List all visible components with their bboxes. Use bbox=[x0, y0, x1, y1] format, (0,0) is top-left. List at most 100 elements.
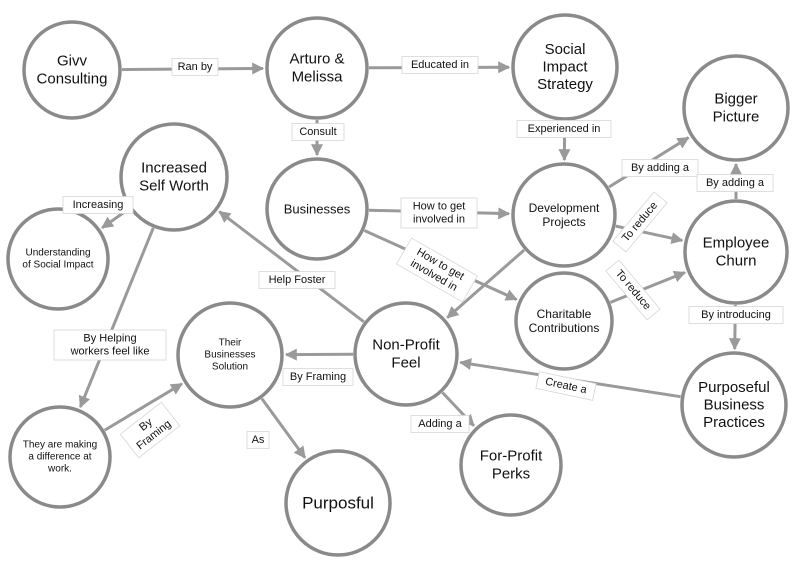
node-arturo[interactable]: Arturo &Melissa bbox=[265, 16, 369, 120]
node-circle bbox=[8, 405, 112, 509]
node-label: Practices bbox=[703, 414, 765, 431]
node-circle bbox=[176, 301, 284, 409]
node-label: Charitable bbox=[537, 307, 592, 321]
node-purposful[interactable]: Purposful bbox=[284, 449, 392, 557]
node-circle bbox=[683, 199, 789, 305]
edge-label-help-foster: Help Foster bbox=[258, 271, 336, 289]
edge-label-text: How to get bbox=[413, 201, 466, 213]
edge-label-text: By Framing bbox=[290, 371, 346, 383]
edge-as bbox=[260, 397, 307, 459]
node-circle bbox=[353, 301, 459, 407]
node-label: Solution bbox=[212, 361, 248, 372]
edge-label-text: Experienced in bbox=[528, 123, 601, 135]
edge-label-to-reduce-1: To reduce bbox=[612, 191, 668, 253]
node-label: work. bbox=[47, 463, 72, 474]
edge-label-text: workers feel like bbox=[70, 346, 150, 358]
node-label: Self Worth bbox=[139, 177, 209, 194]
edge-label-text: By adding a bbox=[631, 162, 690, 174]
node-label: Non-Profit bbox=[372, 337, 440, 354]
node-circle bbox=[265, 16, 369, 120]
node-label: Impact bbox=[542, 59, 588, 76]
edge-label-by-adding-a-2: By adding a bbox=[696, 174, 774, 192]
node-label: Consulting bbox=[37, 70, 108, 87]
edge-label-text: Help Foster bbox=[269, 274, 326, 286]
node-label: Their bbox=[219, 338, 242, 349]
node-label: Feel bbox=[391, 354, 420, 371]
edge-label-create-a: Create a bbox=[535, 371, 597, 401]
node-label: Development bbox=[529, 201, 600, 215]
node-circle bbox=[119, 122, 229, 232]
edge-by-framing-2 bbox=[103, 382, 184, 432]
node-circle bbox=[265, 157, 369, 261]
edge-label-text: involved in bbox=[413, 214, 465, 226]
edge-label-adding-a: Adding a bbox=[410, 415, 470, 433]
edge-label-as: As bbox=[246, 431, 270, 449]
edge-label-to-reduce-2: To reduce bbox=[605, 259, 661, 321]
node-label: Businesses bbox=[204, 350, 255, 361]
edge-label-text: Adding a bbox=[418, 418, 462, 430]
node-label: They are making bbox=[23, 440, 97, 451]
node-label: Bigger bbox=[714, 91, 757, 108]
node-label: Social bbox=[545, 41, 586, 58]
edge-label-by-introducing: By introducing bbox=[688, 306, 784, 324]
node-circle bbox=[511, 162, 617, 268]
edge-dev-to-nonprofit bbox=[446, 248, 526, 319]
node-label: Givv bbox=[57, 53, 88, 70]
node-label: Churn bbox=[716, 252, 757, 269]
node-label: Strategy bbox=[537, 76, 593, 93]
edge-label-text: Ran by bbox=[178, 61, 213, 73]
node-label: a difference at bbox=[28, 452, 91, 463]
node-label: Employee bbox=[703, 235, 770, 252]
node-circle bbox=[284, 449, 392, 557]
node-businesses[interactable]: Businesses bbox=[265, 157, 369, 261]
edge-label-increasing: Increasing bbox=[62, 196, 134, 214]
edge-label-ran-by: Ran by bbox=[171, 58, 219, 76]
node-circle bbox=[22, 20, 122, 120]
edge-label-text: To reduce bbox=[620, 200, 660, 245]
node-label: For-Profit bbox=[480, 448, 543, 465]
node-label: Perks bbox=[492, 465, 530, 482]
edge-help-foster bbox=[218, 210, 365, 324]
node-label: Melissa bbox=[292, 68, 344, 85]
edge-label-by-framing-1: By Framing bbox=[282, 368, 354, 386]
node-label: Increased bbox=[141, 160, 207, 177]
node-label: Purposeful bbox=[698, 379, 770, 396]
edge-label-text: By adding a bbox=[706, 177, 765, 189]
edge-label-text: As bbox=[252, 434, 265, 446]
edge-label-text: To reduce bbox=[613, 268, 653, 313]
node-circle bbox=[682, 54, 790, 162]
node-label: Contributions bbox=[529, 321, 600, 335]
node-circle bbox=[680, 351, 788, 459]
node-circle bbox=[511, 13, 619, 121]
edge-label-consult: Consult bbox=[291, 123, 345, 141]
node-circle bbox=[514, 271, 614, 371]
edge-label-experienced-in: Experienced in bbox=[516, 120, 612, 138]
edge-label-text: Consult bbox=[299, 126, 336, 138]
node-circle bbox=[6, 207, 110, 311]
node-label: Projects bbox=[542, 215, 585, 229]
node-label: Business bbox=[704, 397, 765, 414]
edge-label-text: Increasing bbox=[73, 199, 124, 211]
edge-label-text: By Helping bbox=[83, 333, 136, 345]
edge-to-reduce-2 bbox=[609, 270, 687, 304]
node-label: Purposful bbox=[302, 494, 374, 513]
edge-label-text: By introducing bbox=[701, 309, 771, 321]
